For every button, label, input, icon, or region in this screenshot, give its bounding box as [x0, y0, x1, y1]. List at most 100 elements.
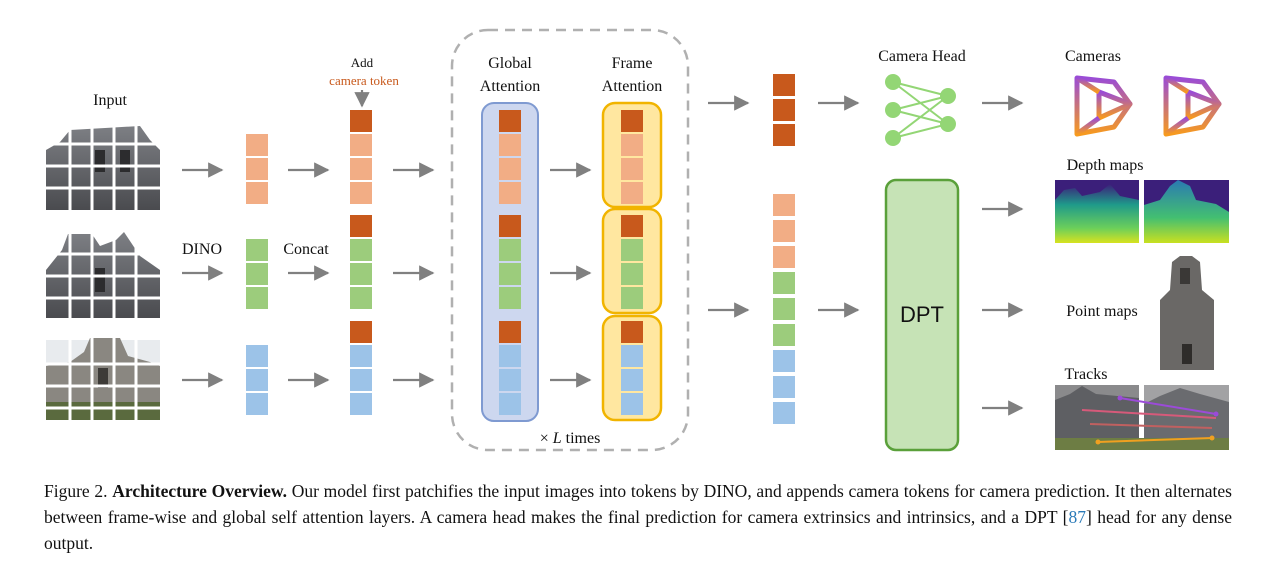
token	[246, 369, 268, 391]
point-maps-label: Point maps	[1066, 303, 1138, 320]
token	[246, 182, 268, 204]
repeat-block-dashed-box	[450, 28, 690, 452]
token	[246, 239, 268, 261]
camera-head-label: Camera Head	[878, 48, 966, 65]
camera-token	[499, 110, 521, 132]
concat-tokens-frame-2	[350, 215, 372, 309]
camera-token	[773, 99, 795, 121]
token	[621, 263, 643, 285]
token	[350, 287, 372, 309]
dino-tokens-frame-2	[246, 239, 268, 309]
figure-caption: Figure 2. Architecture Overview. Our mod…	[44, 478, 1232, 556]
camera-token	[499, 215, 521, 237]
token	[499, 287, 521, 309]
caption-body: Our model first patchifies the input ima…	[44, 481, 1232, 527]
token	[350, 369, 372, 391]
frame-attention-label-line1: Frame	[612, 55, 653, 72]
camera-token	[621, 110, 643, 132]
token	[499, 134, 521, 156]
dino-tokens-frame-3	[246, 345, 268, 415]
cameras-label: Cameras	[1065, 48, 1121, 65]
output-camera-tokens	[773, 74, 795, 146]
camera-token	[350, 321, 372, 343]
global-attention-tokens	[499, 110, 521, 415]
frame-attention-box-3	[601, 314, 663, 422]
caption-body-end: ] head for any dense output.	[44, 507, 1232, 553]
token	[246, 263, 268, 285]
token	[350, 239, 372, 261]
tracks-image	[1055, 385, 1229, 450]
camera-token-label: camera token	[329, 73, 399, 88]
token	[621, 239, 643, 261]
camera-token	[499, 321, 521, 343]
caption-title: Architecture Overview.	[112, 481, 287, 501]
concat-label: Concat	[283, 241, 329, 258]
caption-prefix: Figure 2.	[44, 481, 113, 501]
camera-frustum-icon-2	[1163, 75, 1222, 137]
concat-tokens-frame-1	[350, 110, 372, 204]
token	[350, 263, 372, 285]
token	[246, 393, 268, 415]
architecture-diagram: Input	[46, 28, 1229, 452]
tracks-label: Tracks	[1065, 366, 1108, 383]
token	[773, 376, 795, 398]
token	[246, 287, 268, 309]
depth-maps-label: Depth maps	[1067, 157, 1144, 174]
camera-token	[621, 321, 643, 343]
token	[350, 182, 372, 204]
token	[773, 272, 795, 294]
dpt-head-box	[884, 178, 960, 452]
camera-frustum-icon-1	[1074, 75, 1133, 137]
input-image-2	[46, 232, 160, 320]
dino-label: DINO	[182, 241, 222, 258]
camera-token	[621, 215, 643, 237]
dino-tokens-frame-1	[246, 134, 268, 204]
frame-attention-tokens	[621, 110, 643, 415]
camera-token	[350, 110, 372, 132]
token	[773, 220, 795, 242]
point-map-image	[1160, 256, 1214, 370]
token	[499, 182, 521, 204]
token	[350, 134, 372, 156]
depth-map-image-1	[1055, 180, 1139, 243]
token	[621, 158, 643, 180]
global-attention-label-line2: Attention	[480, 78, 540, 95]
camera-head-network-icon	[885, 74, 956, 146]
token	[773, 402, 795, 424]
token	[773, 194, 795, 216]
frame-attention-label-line2: Attention	[602, 78, 662, 95]
token	[350, 158, 372, 180]
token	[499, 369, 521, 391]
token	[350, 345, 372, 367]
camera-token	[773, 74, 795, 96]
citation-link[interactable]: 87	[1068, 507, 1086, 527]
token	[246, 158, 268, 180]
input-image-1	[46, 124, 160, 212]
add-label: Add	[351, 55, 374, 70]
token	[773, 298, 795, 320]
token	[773, 324, 795, 346]
token	[621, 287, 643, 309]
token	[499, 158, 521, 180]
token	[350, 393, 372, 415]
token	[246, 345, 268, 367]
input-image-3	[46, 338, 160, 422]
token	[499, 345, 521, 367]
token	[499, 393, 521, 415]
token	[621, 393, 643, 415]
global-attention-label-line1: Global	[488, 55, 532, 72]
token	[773, 350, 795, 372]
output-dense-tokens	[773, 194, 795, 424]
global-attention-box	[481, 102, 539, 422]
token	[773, 246, 795, 268]
token	[621, 369, 643, 391]
repeat-label: × L times	[540, 430, 601, 447]
camera-token	[350, 215, 372, 237]
token	[621, 345, 643, 367]
depth-map-image-2	[1144, 180, 1229, 243]
token	[499, 263, 521, 285]
dpt-label: DPT	[900, 302, 944, 327]
token	[499, 239, 521, 261]
camera-token	[773, 124, 795, 146]
token	[621, 134, 643, 156]
